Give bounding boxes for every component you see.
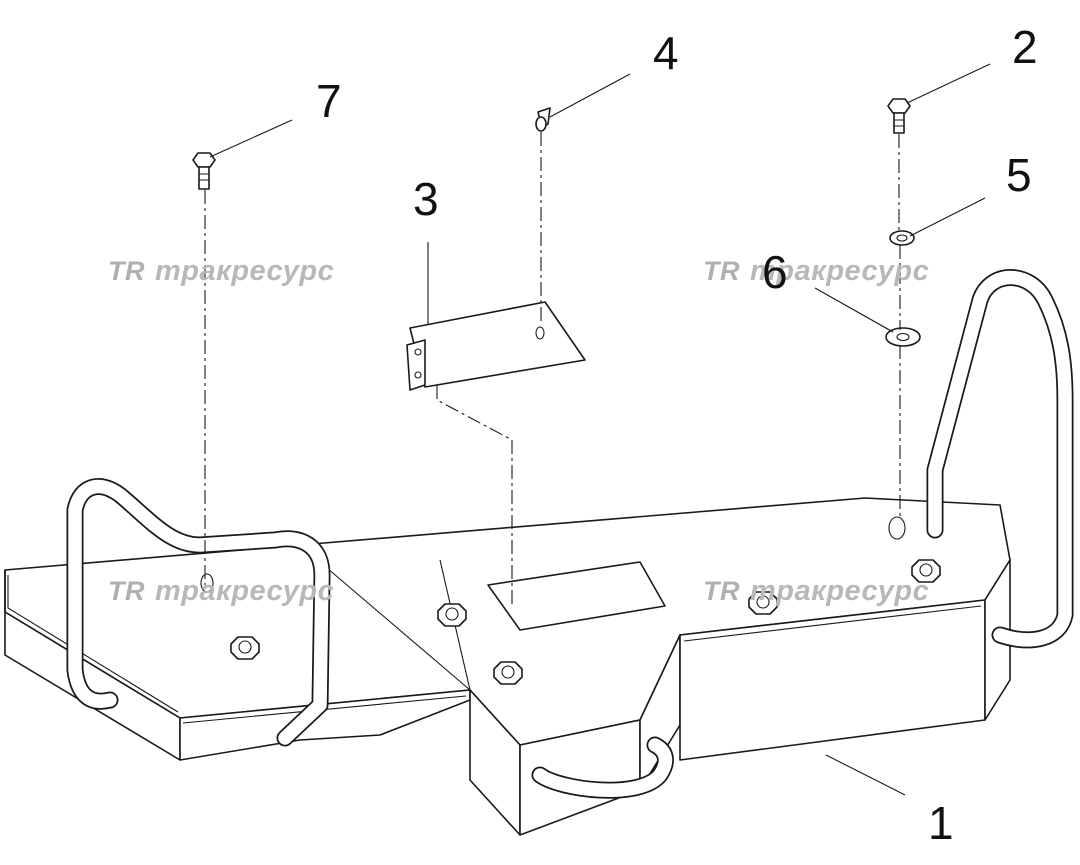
watermark-text: тракресурс (155, 255, 335, 287)
callout-6: 6 (762, 246, 788, 298)
plate-bolts (230, 559, 941, 685)
pin-4 (535, 107, 551, 132)
watermark-logo: TR (108, 576, 145, 606)
bolt-hole-left (200, 573, 214, 593)
watermark-2: TR тракресурс (703, 255, 929, 288)
watermark-text: тракресурс (750, 575, 930, 607)
right-handle (926, 269, 1074, 649)
plate-label-window (487, 561, 666, 631)
bolt-7 (192, 152, 216, 190)
watermark-logo: TR (703, 576, 740, 606)
leader-lines (209, 63, 991, 796)
watermark-text: тракресурс (750, 255, 930, 287)
front-handle (531, 736, 674, 799)
assembly-lines (204, 132, 901, 605)
washer-5 (889, 230, 915, 246)
label-plate (406, 301, 586, 391)
watermark-1: TR тракресурс (108, 255, 334, 288)
watermark-text: тракресурс (155, 575, 335, 607)
callout-3: 3 (413, 173, 439, 225)
washer-6 (885, 327, 921, 347)
watermark-logo: TR (703, 256, 740, 286)
watermark-4: TR тракресурс (703, 575, 929, 608)
callout-1: 1 (928, 797, 954, 849)
watermark-logo: TR (108, 256, 145, 286)
bolt-hole (888, 516, 906, 540)
callout-2: 2 (1012, 21, 1038, 73)
left-handle (66, 478, 331, 747)
callout-7: 7 (316, 75, 342, 127)
callout-4: 4 (653, 27, 679, 79)
callout-5: 5 (1006, 149, 1032, 201)
bolt-2 (887, 98, 911, 134)
watermark-3: TR тракресурс (108, 575, 334, 608)
